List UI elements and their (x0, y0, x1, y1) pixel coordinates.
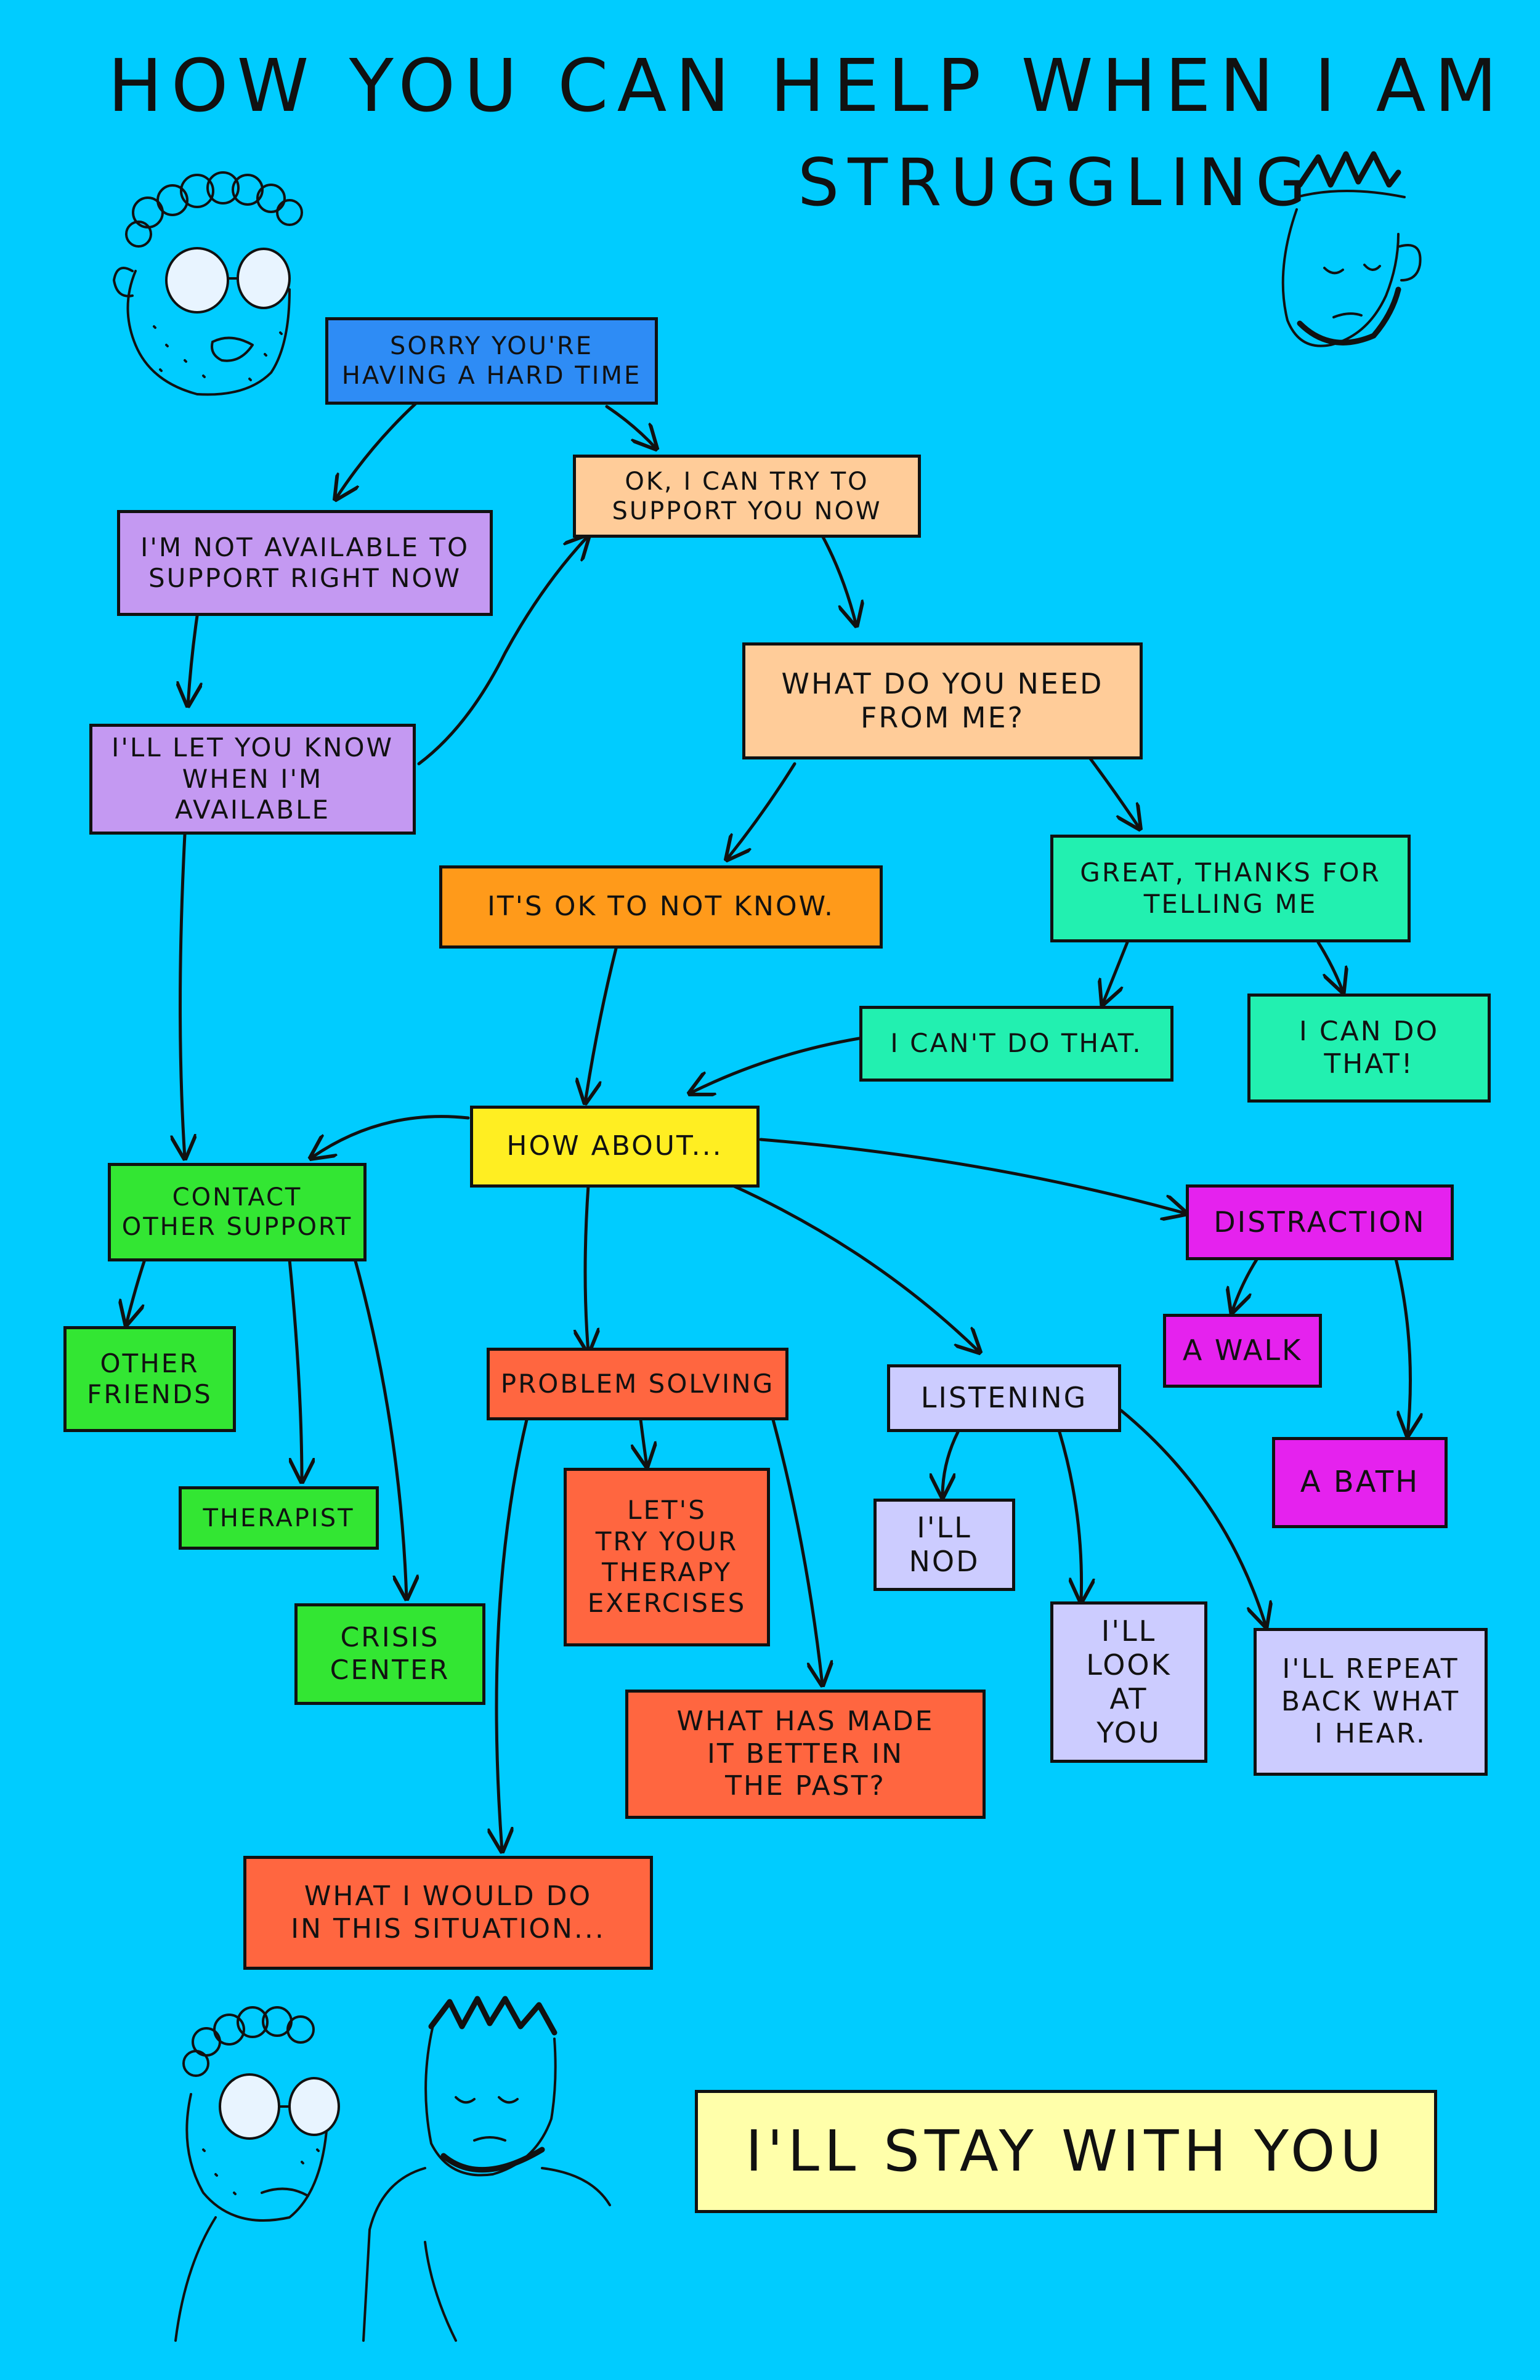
node-look-at-you-text: I'LL LOOK AT YOU (1086, 1614, 1172, 1750)
node-distraction-text: DISTRACTION (1214, 1205, 1426, 1239)
node-stay-with-you: I'LL STAY WITH YOU (695, 2090, 1437, 2213)
arrow-problem-solving-to-made-better (771, 1418, 822, 1685)
arrow-listening-to-repeat-back (1119, 1409, 1266, 1626)
arrow-sorry-to-ok-try (605, 405, 656, 448)
arrow-what-need-to-ok-not-know (727, 762, 796, 859)
node-repeat-back-text: I'LL REPEAT BACK WHAT I HEAR. (1281, 1653, 1461, 1750)
node-a-walk-text: A WALK (1182, 1334, 1303, 1367)
arrow-distraction-to-a-walk (1232, 1258, 1258, 1312)
node-cant-do-that-text: I CAN'T DO THAT. (890, 1028, 1143, 1059)
title-line-2: STRUGGLING (798, 145, 1315, 221)
arrow-let-you-know-to-ok-try (417, 536, 588, 766)
arrow-great-thanks-to-cant-do (1103, 941, 1129, 1004)
node-repeat-back: I'LL REPEAT BACK WHAT I HEAR. (1254, 1628, 1488, 1776)
arrow-ok-not-know-to-how-about (585, 947, 618, 1103)
arrow-let-you-know-to-contact-support (180, 833, 185, 1158)
node-other-friends-text: OTHER FRIENDS (87, 1348, 213, 1409)
arrow-how-about-to-listening (731, 1184, 979, 1352)
node-ok-try-support: OK, I CAN TRY TO SUPPORT YOU NOW (573, 455, 921, 538)
node-problem-solving-text: PROBLEM SOLVING (500, 1368, 775, 1399)
title-line-1: HOW YOU CAN HELP WHEN I AM (108, 43, 1506, 128)
node-contact-other-support: CONTACT OTHER SUPPORT (108, 1163, 367, 1261)
node-therapist-text: THERAPIST (203, 1504, 355, 1532)
node-ill-nod-text: I'LL NOD (909, 1510, 980, 1578)
arrow-listening-to-look-at-you (1058, 1430, 1082, 1601)
arrow-ok-try-to-what-need (821, 534, 856, 625)
node-great-thanks-text: GREAT, THANKS FOR TELLING ME (1080, 857, 1381, 919)
node-a-bath-text: A BATH (1300, 1465, 1420, 1500)
node-ok-try-support-text: OK, I CAN TRY TO SUPPORT YOU NOW (612, 467, 882, 525)
two-people-doodle (174, 1996, 611, 2342)
node-ill-nod: I'LL NOD (873, 1499, 1015, 1591)
node-can-do-that: I CAN DO THAT! (1247, 994, 1491, 1103)
node-therapist: THERAPIST (179, 1486, 379, 1550)
node-therapy-exercises: LET'S TRY YOUR THERAPY EXERCISES (564, 1468, 770, 1646)
node-sorry-hard-time: SORRY YOU'RE HAVING A HARD TIME (325, 317, 658, 405)
node-listening: LISTENING (887, 1364, 1121, 1432)
node-what-i-would-do-text: WHAT I WOULD DO IN THIS SITUATION... (291, 1880, 606, 1945)
arrow-cant-do-to-how-about (690, 1036, 864, 1093)
node-look-at-you: I'LL LOOK AT YOU (1050, 1601, 1207, 1763)
arrow-how-about-to-problem-solving (585, 1184, 588, 1352)
node-listening-text: LISTENING (920, 1381, 1088, 1415)
node-ok-not-know: IT'S OK TO NOT KNOW. (439, 865, 883, 949)
node-crisis-center: CRISIS CENTER (294, 1603, 485, 1705)
arrow-great-thanks-to-can-do (1316, 941, 1343, 992)
arrow-how-about-to-distraction (759, 1138, 1186, 1213)
node-a-bath: A BATH (1272, 1437, 1448, 1528)
arrow-problem-solving-to-what-i-would-do (496, 1418, 529, 1851)
arrow-contact-to-other-friends (126, 1258, 147, 1324)
arrow-distraction-to-a-bath (1393, 1255, 1411, 1435)
node-problem-solving: PROBLEM SOLVING (487, 1348, 788, 1420)
node-what-i-would-do: WHAT I WOULD DO IN THIS SITUATION... (243, 1856, 653, 1970)
node-sorry-hard-time-text: SORRY YOU'RE HAVING A HARD TIME (341, 332, 642, 390)
node-how-about: HOW ABOUT... (470, 1106, 760, 1188)
node-what-do-you-need: WHAT DO YOU NEED FROM ME? (742, 642, 1143, 759)
node-ok-not-know-text: IT'S OK TO NOT KNOW. (487, 891, 835, 923)
node-made-better-past-text: WHAT HAS MADE IT BETTER IN THE PAST? (676, 1705, 934, 1802)
node-crisis-center-text: CRISIS CENTER (330, 1621, 450, 1686)
node-not-available: I'M NOT AVAILABLE TO SUPPORT RIGHT NOW (117, 510, 493, 616)
curly-haired-person-doodle (113, 171, 303, 396)
node-let-you-know-text: I'LL LET YOU KNOW WHEN I'M AVAILABLE (111, 732, 394, 825)
node-therapy-exercises-text: LET'S TRY YOUR THERAPY EXERCISES (587, 1495, 747, 1619)
node-cant-do-that: I CAN'T DO THAT. (859, 1006, 1173, 1082)
node-made-better-past: WHAT HAS MADE IT BETTER IN THE PAST? (625, 1690, 986, 1819)
node-can-do-that-text: I CAN DO THAT! (1299, 1015, 1440, 1080)
node-how-about-text: HOW ABOUT... (506, 1130, 723, 1162)
arrow-listening-to-nod (942, 1430, 960, 1497)
arrow-problem-solving-to-therapy-exercises (641, 1418, 647, 1466)
arrow-how-about-to-contact-support (311, 1115, 470, 1158)
arrow-contact-to-crisis-center (352, 1255, 407, 1598)
node-distraction: DISTRACTION (1186, 1184, 1454, 1260)
sleepy-bearded-person-doodle (1281, 151, 1422, 347)
node-great-thanks: GREAT, THANKS FOR TELLING ME (1050, 835, 1411, 942)
node-not-available-text: I'M NOT AVAILABLE TO SUPPORT RIGHT NOW (140, 532, 470, 593)
node-contact-other-support-text: CONTACT OTHER SUPPORT (121, 1183, 353, 1241)
node-a-walk: A WALK (1163, 1314, 1322, 1388)
node-what-do-you-need-text: WHAT DO YOU NEED FROM ME? (781, 666, 1104, 734)
node-let-you-know: I'LL LET YOU KNOW WHEN I'M AVAILABLE (89, 724, 416, 835)
arrow-not-available-to-let-you-know (188, 614, 197, 705)
arrow-sorry-to-not-available (336, 402, 418, 499)
node-other-friends: OTHER FRIENDS (63, 1326, 236, 1432)
node-stay-with-you-text: I'LL STAY WITH YOU (745, 2118, 1387, 2184)
arrow-contact-to-therapist (288, 1258, 302, 1481)
arrow-what-need-to-great-thanks (1085, 753, 1140, 828)
